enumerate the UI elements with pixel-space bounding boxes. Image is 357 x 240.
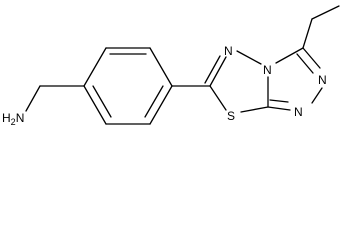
triazole-ring (267, 47, 323, 111)
benzene-ring (83, 47, 173, 125)
bond-lines (25, 5, 340, 125)
thiadiazole-s-label: S (227, 109, 235, 123)
benzene-inner-bond (144, 85, 164, 118)
chemical-structure-diagram: H2N N N S N N (0, 0, 357, 129)
amine-label: H2N (2, 111, 24, 127)
thiadiazole-n-label: N (224, 44, 233, 58)
triazole-n-lower-label: N (294, 105, 303, 119)
diagram-background (0, 0, 357, 129)
triazole-n-upper-label: N (318, 73, 327, 87)
bridge-n-label: N (263, 63, 272, 77)
bond-n-ch2 (25, 85, 41, 112)
thiadiazole-ring (204, 50, 269, 113)
atom-labels: H2N N N S N N (2, 44, 327, 127)
bond-ethyl-2 (311, 5, 340, 20)
benzene-inner-bond (92, 85, 112, 118)
bond-ethyl-1 (302, 18, 313, 49)
